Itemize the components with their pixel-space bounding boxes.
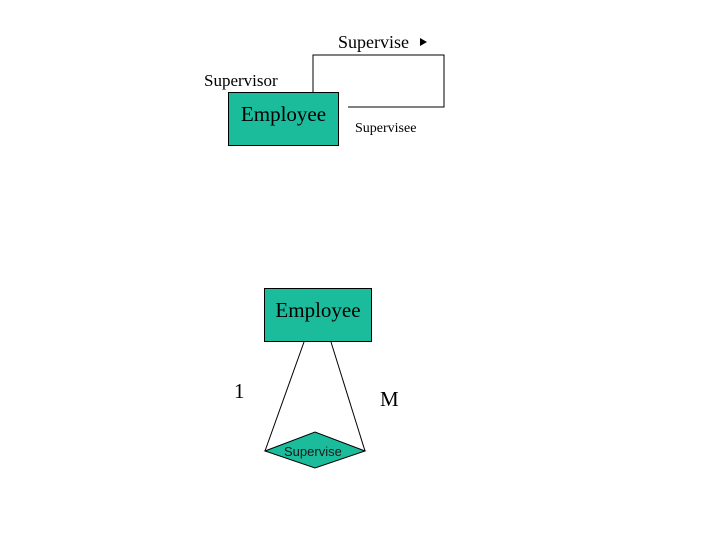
employee-entity-top-label: Employee — [240, 101, 327, 126]
employee-entity-bottom: Employee — [264, 288, 372, 342]
supervise-label: Supervise — [338, 32, 409, 52]
right-arrow-icon — [420, 38, 427, 46]
cardinality-one-label: 1 — [234, 379, 245, 403]
employee-entity-bottom-label: Employee — [275, 297, 361, 322]
employee-entity-top: Employee — [228, 92, 339, 146]
supervisor-role-label: Supervisor — [204, 71, 278, 90]
relationship-diamond — [263, 431, 367, 469]
left-connector-line — [264, 341, 305, 452]
supervisee-role-label: Supervisee — [355, 121, 417, 136]
right-connector-line — [330, 341, 366, 452]
supervise-relationship-label: Supervise — [284, 444, 342, 459]
cardinality-many-label: M — [380, 387, 399, 411]
